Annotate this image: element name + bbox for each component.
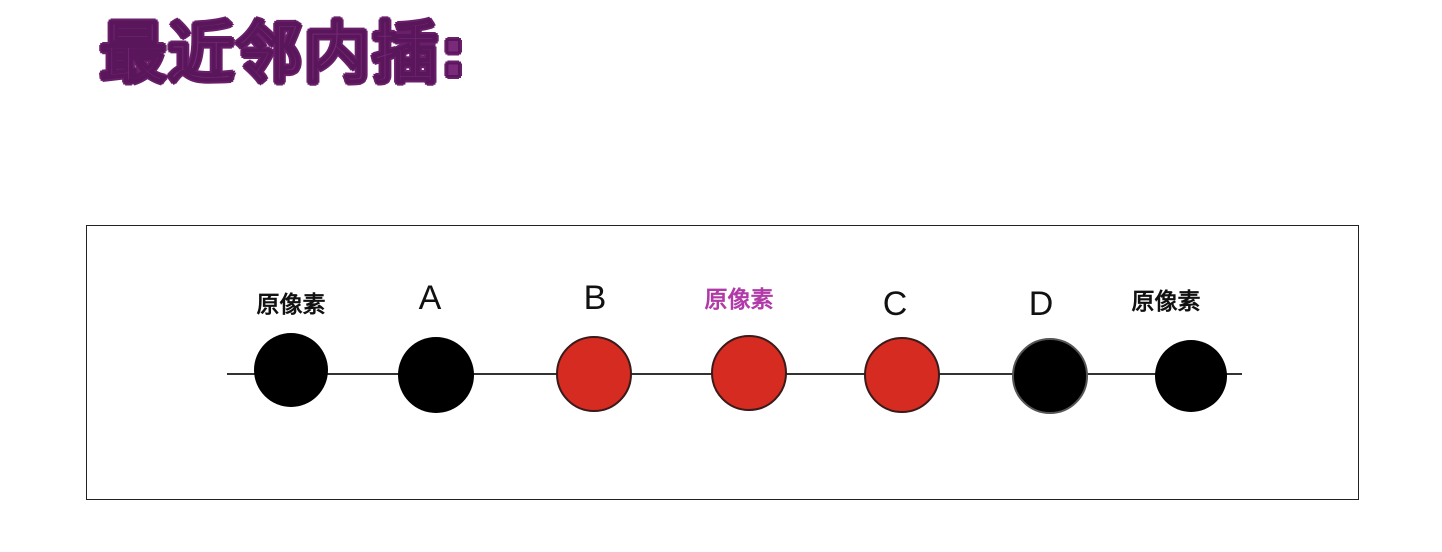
- point-label-b: B: [583, 279, 607, 317]
- point-label-original-left: 原像素: [256, 292, 326, 318]
- pixel-dot-c: [864, 337, 940, 413]
- pixel-dot-original-middle: [711, 335, 787, 411]
- page-title: 最近邻内插:: [99, 14, 469, 94]
- point-label-original-middle: 原像素: [704, 287, 774, 313]
- pixel-dot-d: [1012, 338, 1088, 414]
- diagram-frame: [86, 225, 1359, 500]
- point-label-original-right: 原像素: [1131, 289, 1201, 315]
- pixel-dot-b: [556, 336, 632, 412]
- pixel-dot-original-left: [254, 333, 328, 407]
- title-text: 最近邻内插:: [99, 14, 469, 93]
- pixel-dot-a: [398, 337, 474, 413]
- pixel-dot-original-right: [1155, 340, 1227, 412]
- point-label-d: D: [1028, 285, 1054, 323]
- point-label-c: C: [882, 285, 908, 323]
- point-label-a: A: [418, 279, 442, 317]
